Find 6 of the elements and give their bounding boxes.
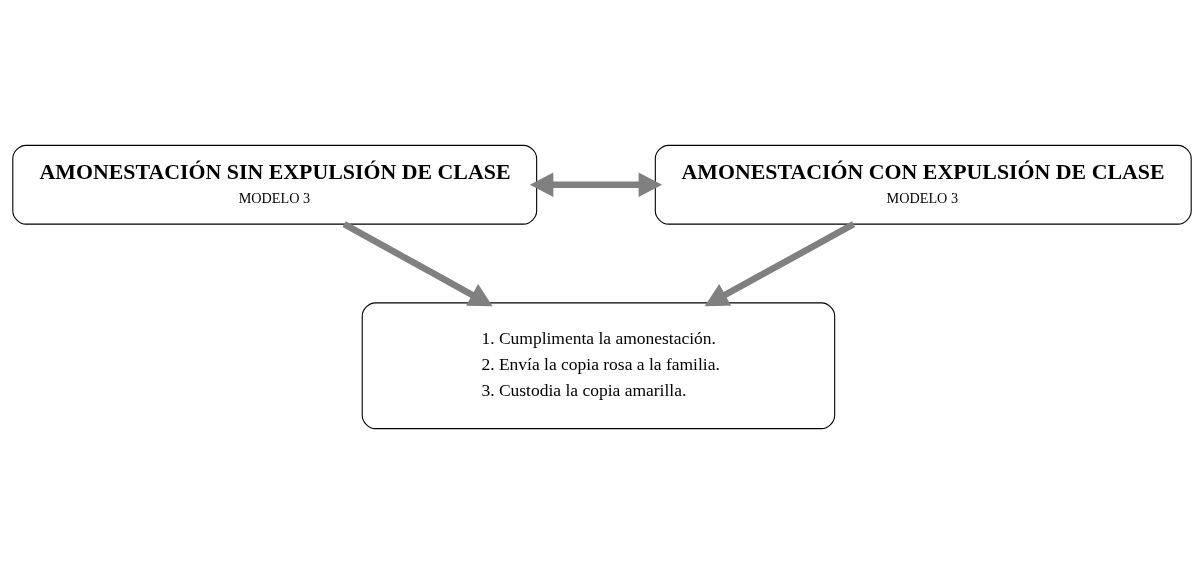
arrow <box>704 221 856 307</box>
arrow <box>529 172 663 198</box>
node-box: AMONESTACIÓN CON EXPULSIÓN DE CLASE MODELO 3 <box>654 144 1192 225</box>
arrow <box>342 221 493 307</box>
node-box: 1. Cumplimenta la amonestación. 2. Envía la copia rosa a la familia. 3. Custodia la copia amarilla. <box>361 302 836 430</box>
node-box: AMONESTACIÓN SIN EXPULSIÓN DE CLASE MODELO 3 <box>12 144 538 225</box>
